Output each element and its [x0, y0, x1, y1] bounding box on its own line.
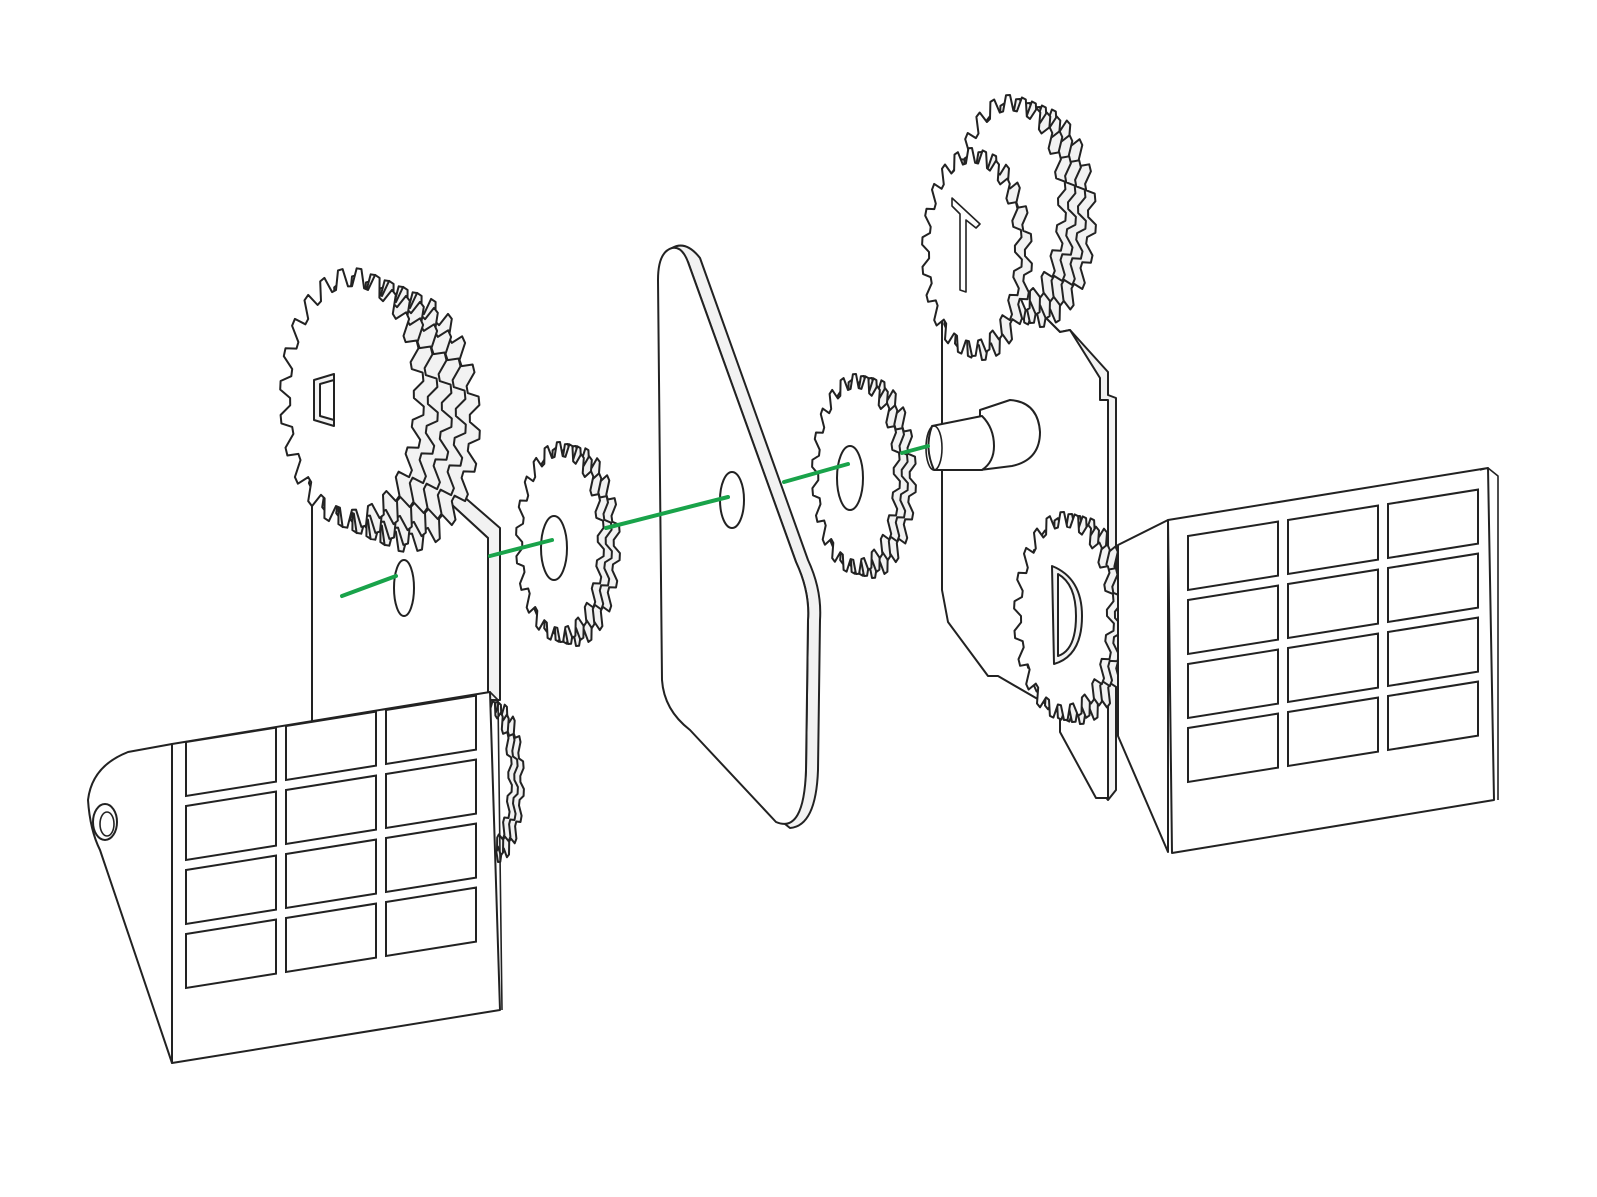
left-grid-cell — [385, 886, 477, 958]
right-grid-cell — [1287, 696, 1379, 768]
small-gear-left — [515, 441, 621, 647]
axis-segment-5 — [900, 444, 930, 455]
left-grid-cell — [385, 694, 477, 766]
axis-segment-2 — [488, 538, 554, 558]
right-boss — [979, 399, 1041, 471]
left-grid-cell — [285, 710, 377, 782]
left-grid-cell — [185, 790, 277, 862]
left-grid-plate — [87, 691, 503, 1064]
axis-segment-1 — [340, 574, 398, 598]
axis-segment-3 — [604, 495, 730, 530]
left-grid-cell — [385, 758, 477, 830]
left-grid-cell — [185, 726, 277, 798]
left-grid-cell — [285, 838, 377, 910]
small-gear-right — [811, 373, 917, 579]
right-grid-cell — [1387, 680, 1479, 752]
right-upper-gear-front-face — [921, 147, 1023, 357]
right-upper-gear-slot — [951, 197, 981, 293]
assembly-axis-lines — [340, 444, 930, 598]
right-grid-cell — [1187, 584, 1279, 656]
left-grid-cell — [285, 774, 377, 846]
right-grid-cell — [1287, 632, 1379, 704]
left-grid-cell — [185, 854, 277, 926]
right-shaft — [927, 415, 995, 471]
right-cell-grid — [1187, 488, 1479, 784]
small-gear-left-hole — [540, 515, 568, 581]
right-grid-cell — [1187, 648, 1279, 720]
right-upper-gear-stack — [921, 94, 1097, 361]
left-upper-gear-stack — [279, 267, 481, 553]
left-grid-cell — [185, 918, 277, 990]
right-grid-cell — [1387, 552, 1479, 624]
right-grid-cell — [1287, 568, 1379, 640]
right-lower-gear-d-core — [1057, 573, 1077, 657]
right-grid-plate — [1117, 467, 1499, 854]
right-grid-cell — [1387, 488, 1479, 560]
center-plate — [657, 244, 822, 829]
right-grid-cell — [1387, 616, 1479, 688]
axis-segment-4 — [782, 462, 850, 484]
left-upper-gear-square-hole — [319, 379, 335, 421]
left-plate-hole — [393, 559, 415, 617]
small-gear-right-hole — [836, 445, 864, 511]
left-grid-cell — [385, 822, 477, 894]
right-grid-cell — [1187, 520, 1279, 592]
right-lower-gear — [1013, 511, 1131, 725]
right-grid-cell — [1287, 504, 1379, 576]
left-cell-grid — [185, 694, 477, 990]
left-grid-cell — [285, 902, 377, 974]
right-grid-cell — [1187, 712, 1279, 784]
left-upper-gear-face — [279, 267, 425, 529]
